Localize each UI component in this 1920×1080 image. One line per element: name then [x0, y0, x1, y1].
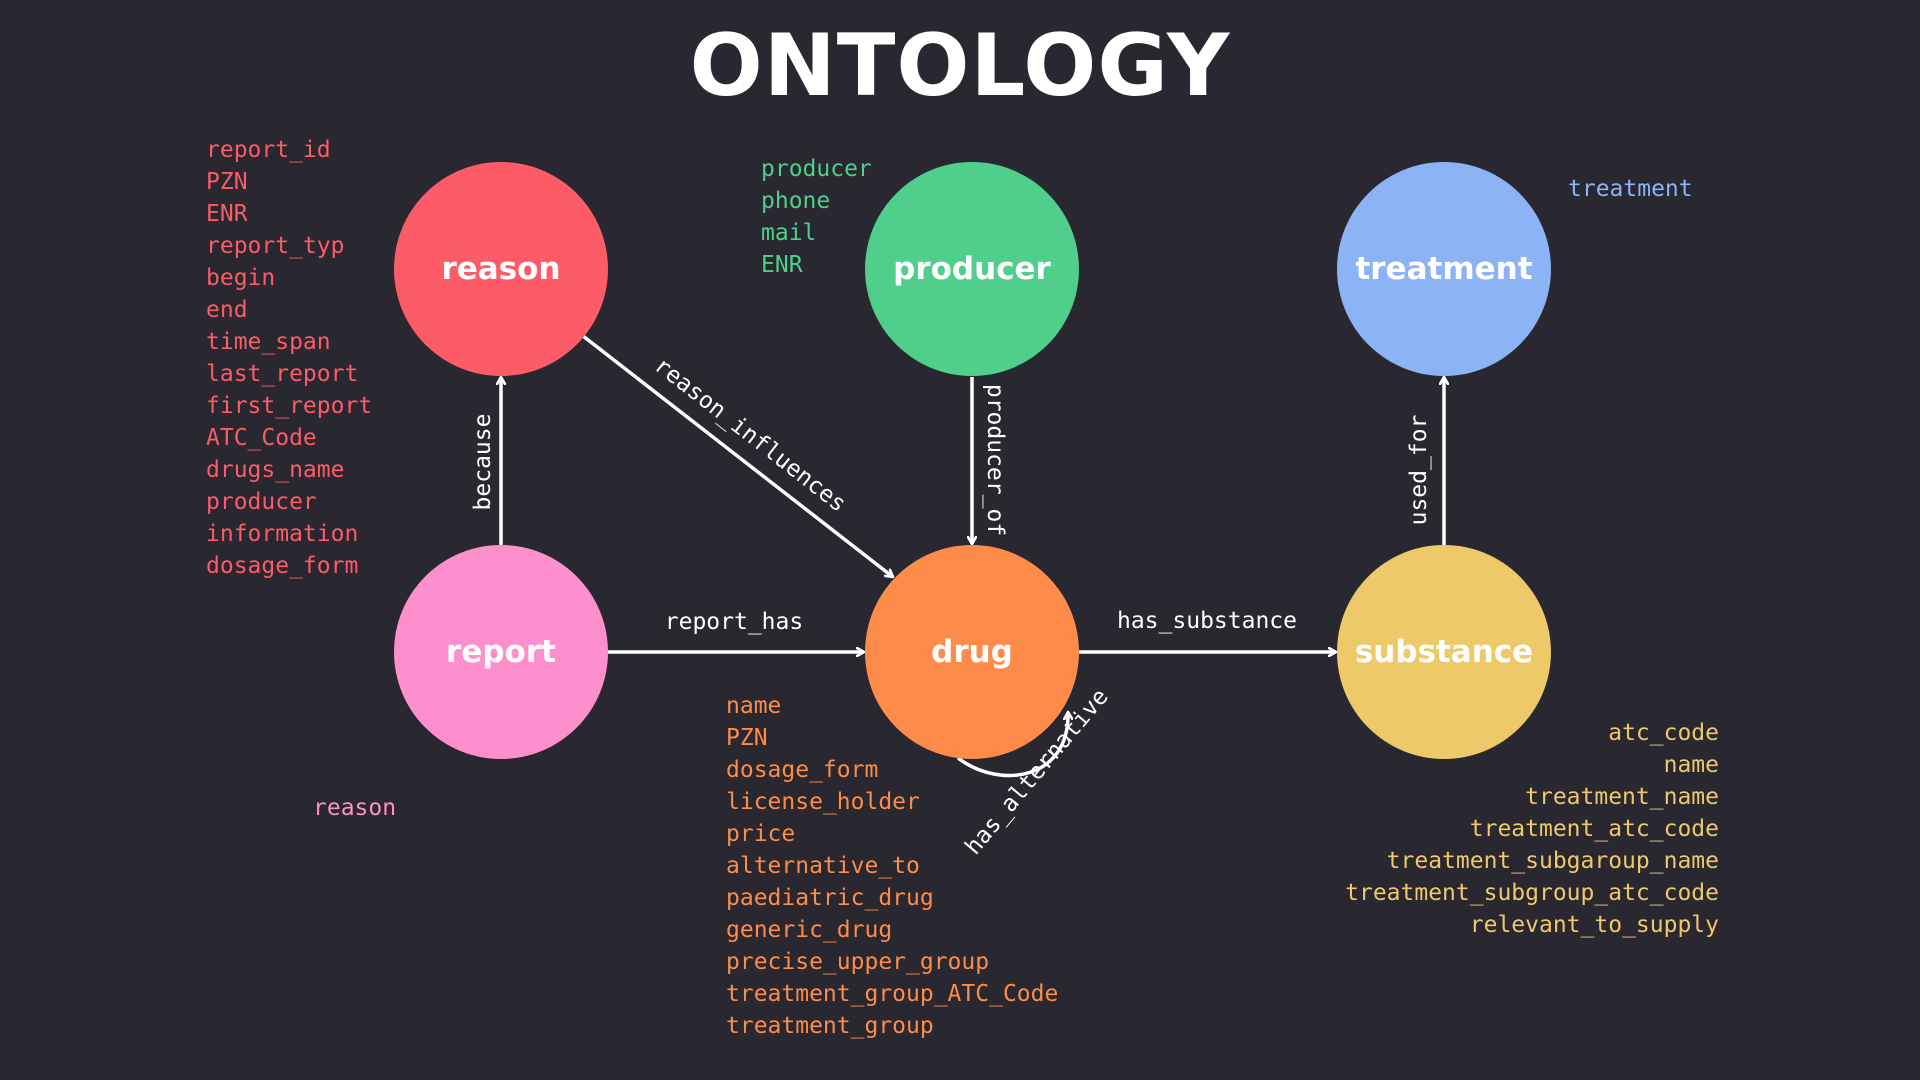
node-treatment: treatment	[1337, 162, 1551, 376]
attribute-item: end	[206, 297, 248, 323]
attribute-item: alternative_to	[726, 853, 920, 879]
attribute-item: drugs_name	[206, 457, 345, 483]
attribute-item: name	[726, 693, 782, 719]
attribute-item: license_holder	[726, 789, 920, 815]
attribute-item: dosage_form	[726, 757, 879, 783]
attribute-item: reason	[313, 795, 397, 821]
attribute-item: PZN	[726, 725, 768, 751]
attribute-item: relevant_to_supply	[1469, 912, 1719, 938]
node-label-substance: substance	[1355, 634, 1533, 670]
attribute-item: price	[726, 821, 796, 847]
attribute-item: producer	[206, 489, 317, 515]
attribute-item: treatment_atc_code	[1469, 816, 1719, 842]
attribute-item: paediatric_drug	[726, 885, 934, 911]
node-label-treatment: treatment	[1355, 251, 1532, 287]
attribute-item: begin	[206, 265, 276, 291]
edge-has-substance: has_substance	[1079, 608, 1336, 652]
edge-used-for: used_for	[1406, 377, 1444, 545]
node-drug: drug	[865, 545, 1079, 759]
attribute-item: last_report	[206, 361, 359, 387]
attribute-item: treatment_subgroup_atc_code	[1345, 880, 1719, 906]
edge-label-report-has: report_has	[665, 609, 803, 635]
attribute-item: atc_code	[1608, 720, 1719, 746]
attribute-item: ATC_Code	[206, 425, 317, 451]
edge-label-has-substance: has_substance	[1117, 608, 1297, 634]
node-circle-report	[394, 545, 608, 759]
attribute-item: generic_drug	[726, 917, 893, 943]
attribute-item: producer	[761, 156, 872, 182]
edge-label-used-for: used_for	[1406, 415, 1432, 526]
attribute-item: ENR	[206, 201, 248, 227]
attribute-item: report_id	[206, 137, 331, 163]
node-circle-substance	[1337, 545, 1551, 759]
node-circle-drug	[865, 545, 1079, 759]
attribute-item: report_typ	[206, 233, 345, 259]
attribute-item: treatment_group_ATC_Code	[726, 981, 1059, 1007]
attribute-item: dosage_form	[206, 553, 359, 579]
attribute-item: precise_upper_group	[726, 949, 990, 975]
report-attribute-list: reason	[313, 792, 396, 824]
attribute-item: PZN	[206, 169, 248, 195]
edge-producer-of: producer_of	[972, 377, 1008, 544]
node-label-drug: drug	[931, 634, 1013, 670]
attribute-item: first_report	[206, 393, 373, 419]
node-circle-treatment	[1337, 162, 1551, 376]
attribute-item: name	[1663, 752, 1719, 778]
attribute-item: treatment_subgaroup_name	[1386, 848, 1719, 874]
page-title: ONTOLOGY	[689, 16, 1231, 116]
edge-label-reason-influences: reason_influences	[649, 352, 851, 517]
node-report: report	[394, 545, 608, 759]
edge-label-because: because	[470, 414, 496, 511]
attribute-item: treatment	[1568, 176, 1693, 202]
node-substance: substance	[1337, 545, 1551, 759]
edge-because: because	[470, 377, 501, 545]
edge-label-producer-of: producer_of	[982, 384, 1008, 536]
node-circle-producer	[865, 162, 1079, 376]
attribute-item: treatment_name	[1525, 784, 1719, 810]
node-label-reason: reason	[441, 251, 560, 287]
node-circle-reason	[394, 162, 608, 376]
edge-report-has: report_has	[607, 609, 864, 652]
node-producer: producer	[865, 162, 1079, 376]
node-label-report: report	[446, 634, 556, 670]
attribute-item: information	[206, 521, 359, 547]
attribute-item: ENR	[761, 252, 803, 278]
node-label-producer: producer	[893, 251, 1051, 287]
attribute-item: treatment_group	[726, 1013, 934, 1039]
attribute-item: time_span	[206, 329, 331, 355]
attribute-item: mail	[761, 220, 817, 246]
node-reason: reason	[394, 162, 608, 376]
attribute-item: phone	[761, 188, 831, 214]
treatment-attribute-list: treatment	[1568, 173, 1693, 205]
edge-reason-influences: reason_influences	[581, 334, 893, 579]
